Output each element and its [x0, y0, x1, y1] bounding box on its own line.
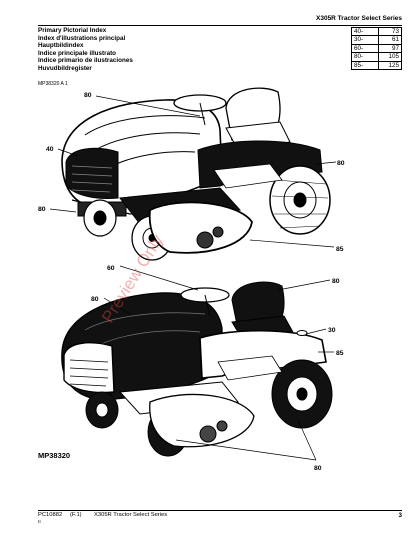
footer-revision: (F.1) — [70, 512, 82, 518]
callout-label: 80 — [38, 206, 46, 213]
upper-mower-deck — [148, 201, 253, 254]
callout-label: 40 — [46, 146, 54, 153]
figure-code: MP38320 A 1 — [38, 81, 68, 87]
callout-label: 80 — [314, 465, 322, 472]
index-title: Primary Pictorial Index — [38, 27, 107, 34]
footer-sub: II — [38, 520, 41, 525]
leader-lines — [49, 95, 337, 461]
index-titles: Primary Pictorial Index Index d'illustra… — [38, 27, 133, 73]
ref-to: 105 — [378, 52, 402, 62]
callout-label: 80 — [91, 296, 99, 303]
header-rule — [38, 25, 402, 26]
table-row: 85-125 — [351, 60, 402, 71]
lower-grille — [63, 342, 115, 394]
upper-tractor-drawing — [61, 87, 331, 261]
callout-label: 80 — [337, 160, 345, 167]
ref-to: 125 — [378, 60, 402, 71]
footer-title: X305R Tractor Select Series — [94, 512, 168, 518]
footer-doc-code: PC10882 — [38, 512, 63, 518]
lower-tractor-drawing — [61, 281, 333, 457]
callout-label: 30 — [328, 327, 336, 334]
index-title: Hauptbildindex — [38, 42, 84, 50]
footer-rule — [38, 510, 402, 511]
upper-grille — [65, 147, 119, 199]
index-title: Huvudbildregister — [38, 64, 92, 72]
callout-label: 85 — [336, 246, 344, 253]
index-title: Index d'illustrations principal — [38, 34, 126, 42]
reference-table: 40-73 30-61 60-97 80-105 85-125 — [351, 26, 402, 71]
index-title: Indice primario de ilustraciones — [38, 57, 133, 65]
page-number: 3 — [398, 512, 402, 519]
callout-label: 85 — [336, 350, 344, 357]
callout-label: 80 — [84, 92, 92, 99]
index-title: Indice principale illustrato — [38, 49, 117, 57]
callout-label: 80 — [332, 278, 340, 285]
lower-mower-deck — [149, 393, 255, 448]
callout-label: 60 — [107, 265, 115, 272]
series-title: X305R Tractor Select Series — [316, 15, 402, 22]
figure-label: MP38320 — [38, 451, 71, 460]
